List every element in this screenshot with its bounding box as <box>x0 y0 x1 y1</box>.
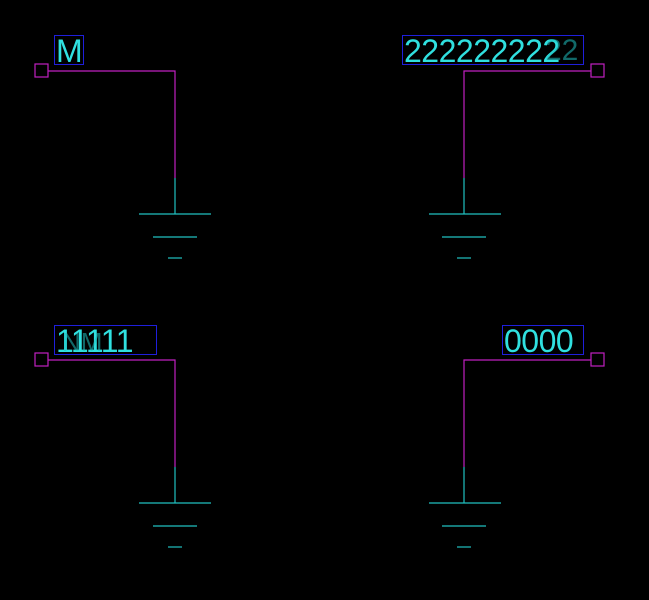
pin-square-3[interactable] <box>590 352 605 367</box>
pin-square-2[interactable] <box>34 352 49 367</box>
net-group-3 <box>429 352 605 548</box>
pin-square-0[interactable] <box>34 63 49 78</box>
net-label-0[interactable]: M <box>54 35 85 65</box>
net-label-ghost-1: 22 <box>545 34 579 67</box>
wire-3 <box>463 359 591 467</box>
wire-0 <box>48 70 176 178</box>
net-label-2[interactable]: 11111 <box>54 325 157 355</box>
net-label-ghost-2: NM <box>62 327 103 357</box>
pin-square-1[interactable] <box>590 63 605 78</box>
net-label-1[interactable]: 222222222 <box>402 35 584 65</box>
net-group-1 <box>429 63 605 259</box>
wire-1 <box>463 70 591 178</box>
net-group-2 <box>34 352 211 548</box>
wire-2 <box>48 359 176 467</box>
net-group-0 <box>34 63 211 259</box>
net-label-3[interactable]: 0000 <box>502 325 584 355</box>
